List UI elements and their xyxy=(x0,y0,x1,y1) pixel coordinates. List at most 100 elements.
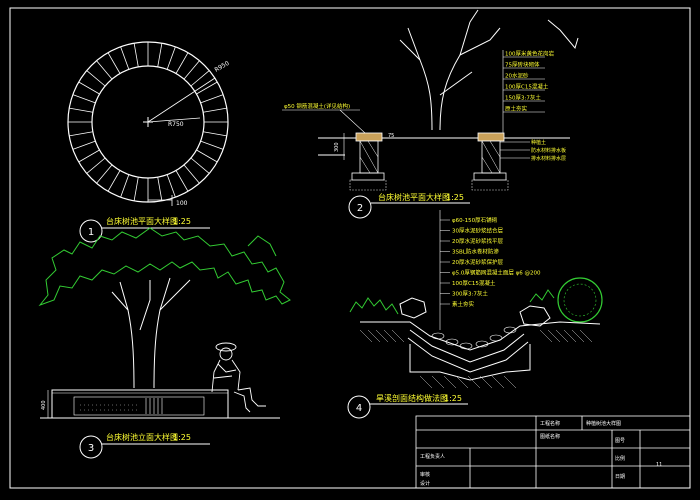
ring-segment-joint xyxy=(120,46,130,70)
ring-segment-joint xyxy=(107,52,121,74)
left-base xyxy=(349,179,387,191)
ring-segment-joint xyxy=(200,94,224,104)
soil-hatch xyxy=(359,329,593,389)
right-cap-stone xyxy=(477,132,505,142)
detail-1-number: 1 xyxy=(88,227,94,238)
shrub xyxy=(557,277,603,323)
ring-segment-joint xyxy=(175,170,189,192)
creek-layer-label: 20厚水泥砂浆找平层 xyxy=(452,237,503,245)
ring-segment-joint xyxy=(69,107,93,113)
planter-box xyxy=(51,389,229,419)
row-label-2: 审核 xyxy=(420,471,430,478)
boulder-left xyxy=(399,297,427,319)
project-label: 工程名称 xyxy=(540,420,560,427)
seated-person xyxy=(211,342,266,413)
ring-segment-joint xyxy=(133,43,139,67)
ring-segment-joint xyxy=(196,81,218,95)
ring-segment-joint xyxy=(72,140,96,150)
ring-segment-joint xyxy=(190,157,210,174)
detail-1-scale: 1:25 xyxy=(173,217,191,226)
dim-300: 300 xyxy=(334,142,340,152)
detail-2-scale: 1:25 xyxy=(446,193,464,202)
creek-layer-label: 300厚3:7灰土 xyxy=(452,290,488,298)
row-label-3: 设计 xyxy=(420,480,430,487)
section-layer-label: 100厚米黄色花岗岩 xyxy=(505,50,554,58)
left-footing xyxy=(351,172,385,181)
section-layer-label: 150厚3:7灰土 xyxy=(505,94,541,102)
ring-segment-joint xyxy=(157,177,163,201)
top-note-leader xyxy=(339,109,366,134)
creek-layer-label: 100厚C15混凝土 xyxy=(452,279,496,287)
grass-right xyxy=(529,289,555,303)
ring-segment-joint xyxy=(86,157,106,174)
ring-segment-joint xyxy=(96,60,113,80)
drawing-label: 图纸名称 xyxy=(540,433,560,440)
tree-pool-plan-ring xyxy=(67,41,229,203)
creek-stones xyxy=(431,326,517,350)
ring-segment-joint xyxy=(78,149,100,163)
sheet-border xyxy=(9,7,691,489)
dim-bottom: 100 xyxy=(176,200,188,207)
ring-segment-joint xyxy=(190,70,210,87)
title-block-frame xyxy=(415,415,691,489)
detail-3-number: 3 xyxy=(88,443,94,454)
ring-segment-joint xyxy=(96,164,113,184)
creek-layer-label: 素土夯实 xyxy=(452,300,475,308)
ring-segment-joint xyxy=(166,46,176,70)
detail-4-bubble xyxy=(347,395,371,419)
shrub-inner xyxy=(563,283,597,317)
ring-segment-joint xyxy=(183,60,200,80)
right-footing xyxy=(473,172,507,181)
ring-segment-joint xyxy=(200,140,224,150)
creek-layer-labels: φ60-150厚石铺砌30厚水泥砂浆结合层20厚水泥砂浆找平层3SBL防水卷材防… xyxy=(440,216,541,308)
left-cap-stone xyxy=(355,132,383,142)
dim-outer-radius: R950 xyxy=(214,60,231,74)
top-note: φ50 钢筋混凝土(详见结构) xyxy=(284,102,350,110)
left-wall-hatch xyxy=(359,140,379,174)
channel-top xyxy=(360,321,601,351)
section-right-label: 排水材料排水层 xyxy=(531,155,566,162)
detail-2-title: 台床树池平面大样图 xyxy=(378,192,450,202)
ring-segment-joint xyxy=(175,52,189,74)
detail-2-number: 2 xyxy=(357,203,363,214)
detail-4-number: 4 xyxy=(356,403,362,414)
tree-trunk xyxy=(111,277,191,389)
ring-segment-joint xyxy=(133,177,139,201)
planter-grille xyxy=(145,398,163,414)
channel-layer-2 xyxy=(407,337,529,373)
ring-segment-joint xyxy=(203,107,227,113)
dim-400: 400 xyxy=(41,400,47,410)
ring-segment-joint xyxy=(78,81,100,95)
right-label-1: 图号 xyxy=(615,438,625,444)
section-right-label: 种植土 xyxy=(531,139,546,146)
ring-segment-joint xyxy=(196,149,218,163)
canopy-tuft xyxy=(247,235,277,257)
section-right-label: 防水材料排水板 xyxy=(531,147,566,154)
ring-segment-joint xyxy=(157,43,163,67)
section-layer-label: 100厚C15混凝土 xyxy=(505,83,549,91)
row-label-1: 工程负责人 xyxy=(420,453,445,460)
creek-layer-label: φ60-150厚石铺砌 xyxy=(452,216,498,224)
right-label-3: 日期 xyxy=(615,474,625,480)
radius-outer-line xyxy=(147,77,216,123)
detail-2-bubble xyxy=(348,195,372,219)
right-label-2: 比例 xyxy=(615,455,625,462)
ring-segment-joint xyxy=(107,170,121,192)
ring-segment-joint xyxy=(183,164,200,184)
right-base xyxy=(471,179,509,191)
drawing-name: 种植树池大样图 xyxy=(586,420,621,427)
section-layer-label: 原土夯实 xyxy=(505,105,528,113)
section-layer-label: 20水泥砂 xyxy=(505,72,529,80)
detail-1-bubble xyxy=(79,219,103,243)
detail-3-scale: 1:25 xyxy=(173,433,191,442)
ring-segment-joint xyxy=(203,131,227,137)
channel-base xyxy=(409,344,531,381)
radius-inner-line xyxy=(147,117,201,123)
ring-segment-joint xyxy=(69,131,93,137)
detail-3-bubble xyxy=(79,435,103,459)
dim-inner-radius: R750 xyxy=(168,121,184,128)
right-wall-hatch xyxy=(481,140,501,174)
